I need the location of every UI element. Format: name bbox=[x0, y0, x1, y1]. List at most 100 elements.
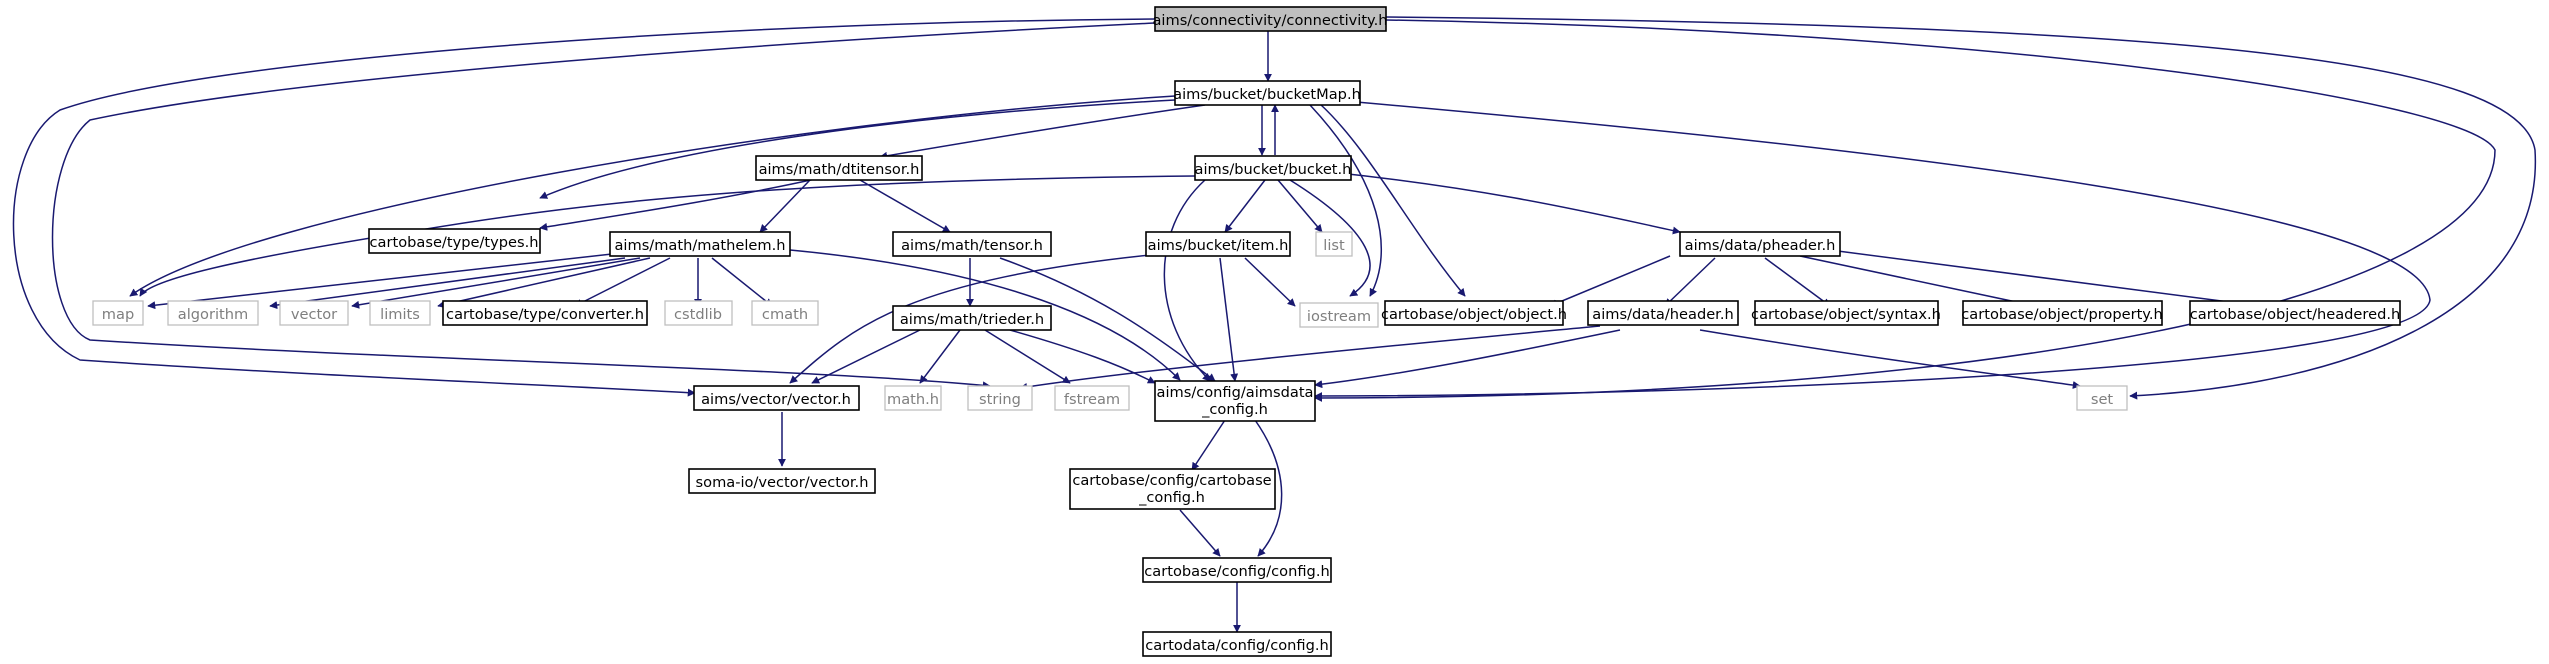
svg-text:aims/math/mathelem.h: aims/math/mathelem.h bbox=[614, 237, 785, 254]
edge-connectivity-aimsvector bbox=[12, 18, 1156, 397]
svg-text:aims/vector/vector.h: aims/vector/vector.h bbox=[701, 391, 851, 408]
node-cmath[interactable]: cmath bbox=[751, 300, 819, 326]
node-types[interactable]: cartobase/type/types.h bbox=[368, 228, 541, 254]
node-string[interactable]: string bbox=[967, 385, 1033, 411]
node-header[interactable]: aims/data/header.h bbox=[1587, 300, 1739, 326]
svg-text:cartodata/config/config.h: cartodata/config/config.h bbox=[1145, 637, 1329, 654]
node-map[interactable]: map bbox=[92, 300, 144, 326]
svg-text:aims/data/header.h: aims/data/header.h bbox=[1592, 306, 1733, 323]
edge-bucket-item bbox=[1224, 179, 1266, 233]
edge-dtitensor-tensor bbox=[859, 179, 951, 233]
edge-bucketmap-dtitensor bbox=[879, 104, 1206, 160]
svg-text:cartobase/object/object.h: cartobase/object/object.h bbox=[1381, 306, 1567, 323]
svg-text:cartobase/config/config.h: cartobase/config/config.h bbox=[1144, 563, 1329, 580]
edge-bucket-iostream bbox=[1289, 179, 1371, 297]
svg-text:cmath: cmath bbox=[762, 306, 808, 323]
svg-text:cartobase/object/syntax.h: cartobase/object/syntax.h bbox=[1751, 306, 1941, 323]
node-iostream[interactable]: iostream bbox=[1299, 302, 1379, 328]
edge-connectivity-string bbox=[51, 22, 1156, 390]
edge-bucket-list bbox=[1277, 179, 1323, 233]
svg-text:list: list bbox=[1323, 237, 1345, 254]
svg-text:aims/math/trieder.h: aims/math/trieder.h bbox=[900, 311, 1044, 328]
svg-text:map: map bbox=[102, 306, 134, 323]
edge-bucketmap-map bbox=[129, 95, 1176, 297]
node-somaio-vector[interactable]: soma-io/vector/vector.h bbox=[688, 468, 876, 494]
node-object[interactable]: cartobase/object/object.h bbox=[1381, 300, 1567, 326]
node-trieder[interactable]: aims/math/trieder.h bbox=[892, 305, 1052, 331]
edge-pheader-object bbox=[1549, 255, 1671, 307]
edge-aimsdataconfig-cartobaseconfig bbox=[1191, 419, 1226, 471]
svg-text:cartobase/object/headered.h: cartobase/object/headered.h bbox=[2190, 306, 2400, 323]
edge-item-iostream bbox=[1244, 257, 1296, 307]
svg-text:set: set bbox=[2091, 391, 2114, 408]
nodes: aims/connectivity/connectivity.h aims/bu… bbox=[92, 6, 2401, 657]
node-vector[interactable]: vector bbox=[279, 300, 349, 326]
edge-trieder-aimsvector bbox=[811, 329, 921, 384]
node-dtitensor[interactable]: aims/math/dtitensor.h bbox=[755, 155, 923, 181]
svg-text:aims/data/pheader.h: aims/data/pheader.h bbox=[1685, 237, 1836, 254]
edge-tensor-aimsdataconfig bbox=[999, 257, 1216, 382]
edge-bucketmap-types bbox=[539, 99, 1176, 199]
svg-text:cartobase/config/cartobase: cartobase/config/cartobase bbox=[1072, 472, 1271, 489]
node-mathh[interactable]: math.h bbox=[884, 385, 942, 411]
edge-pheader-header bbox=[1664, 257, 1716, 307]
node-property[interactable]: cartobase/object/property.h bbox=[1961, 300, 2163, 326]
edge-dtitensor-types bbox=[539, 177, 821, 231]
node-aimsdata-config[interactable]: aims/config/aimsdata _config.h bbox=[1154, 380, 1316, 422]
edge-mathelem-limits bbox=[437, 257, 651, 309]
node-config[interactable]: cartobase/config/config.h bbox=[1142, 557, 1332, 583]
edge-trieder-aimsdataconfig bbox=[1009, 329, 1156, 384]
edge-mathelem-aimsdataconfig bbox=[789, 249, 1181, 381]
edge-mathelem-converter bbox=[574, 257, 671, 307]
edge-mathelem-map bbox=[147, 253, 613, 310]
node-headered[interactable]: cartobase/object/headered.h bbox=[2189, 300, 2401, 326]
svg-text:vector: vector bbox=[291, 306, 337, 323]
node-list[interactable]: list bbox=[1315, 231, 1353, 257]
svg-text:soma-io/vector/vector.h: soma-io/vector/vector.h bbox=[696, 474, 869, 491]
edge-connectivity-set bbox=[1385, 16, 2536, 400]
node-converter[interactable]: cartobase/type/converter.h bbox=[442, 300, 648, 326]
svg-text:cartobase/object/property.h: cartobase/object/property.h bbox=[1961, 306, 2163, 323]
node-cartodata-config[interactable]: cartodata/config/config.h bbox=[1142, 631, 1332, 657]
edge-trieder-mathh bbox=[919, 329, 961, 384]
node-set[interactable]: set bbox=[2076, 385, 2128, 411]
node-item[interactable]: aims/bucket/item.h bbox=[1145, 231, 1291, 257]
edge-bucketmap-object bbox=[1319, 103, 1466, 297]
svg-text:aims/connectivity/connectivity: aims/connectivity/connectivity.h bbox=[1152, 12, 1387, 29]
edge-header-string bbox=[1019, 325, 1601, 391]
edge-bucket-aimsdataconfig bbox=[1163, 179, 1211, 382]
svg-text:_config.h: _config.h bbox=[1138, 489, 1205, 506]
svg-text:aims/bucket/bucketMap.h: aims/bucket/bucketMap.h bbox=[1173, 86, 1361, 103]
node-limits[interactable]: limits bbox=[369, 300, 431, 326]
svg-text:string: string bbox=[979, 391, 1021, 408]
node-cartobase-config[interactable]: cartobase/config/cartobase _config.h bbox=[1069, 468, 1276, 510]
node-mathelem[interactable]: aims/math/mathelem.h bbox=[609, 231, 791, 257]
node-syntax[interactable]: cartobase/object/syntax.h bbox=[1751, 300, 1941, 326]
node-fstream[interactable]: fstream bbox=[1054, 385, 1130, 411]
svg-text:algorithm: algorithm bbox=[178, 306, 248, 323]
svg-text:cstdlib: cstdlib bbox=[674, 306, 722, 323]
node-cstdlib[interactable]: cstdlib bbox=[664, 300, 733, 326]
node-pheader[interactable]: aims/data/pheader.h bbox=[1679, 231, 1841, 257]
edge-header-aimsdataconfig bbox=[1314, 329, 1621, 389]
edge-bucketmap-iostream bbox=[1309, 104, 1383, 297]
edge-pheader-headered bbox=[1829, 249, 2261, 310]
svg-text:cartobase/type/types.h: cartobase/type/types.h bbox=[370, 234, 539, 251]
edge-pheader-syntax bbox=[1764, 257, 1831, 307]
node-bucket[interactable]: aims/bucket/bucket.h bbox=[1194, 155, 1352, 181]
node-bucketmap[interactable]: aims/bucket/bucketMap.h bbox=[1173, 80, 1361, 106]
svg-text:aims/bucket/item.h: aims/bucket/item.h bbox=[1148, 237, 1289, 254]
edge-aimsdataconfig-config bbox=[1254, 419, 1283, 557]
svg-text:aims/config/aimsdata: aims/config/aimsdata bbox=[1157, 384, 1314, 401]
node-tensor[interactable]: aims/math/tensor.h bbox=[892, 231, 1052, 257]
svg-text:aims/math/tensor.h: aims/math/tensor.h bbox=[901, 237, 1043, 254]
node-connectivity[interactable]: aims/connectivity/connectivity.h bbox=[1152, 6, 1388, 32]
svg-text:aims/math/dtitensor.h: aims/math/dtitensor.h bbox=[759, 161, 920, 178]
edge-bucket-pheader bbox=[1329, 171, 1681, 235]
node-algorithm[interactable]: algorithm bbox=[167, 300, 259, 326]
node-aimsvector[interactable]: aims/vector/vector.h bbox=[693, 385, 860, 411]
svg-text:_config.h: _config.h bbox=[1201, 401, 1268, 418]
svg-text:aims/bucket/bucket.h: aims/bucket/bucket.h bbox=[1195, 161, 1352, 178]
svg-text:iostream: iostream bbox=[1307, 308, 1371, 325]
